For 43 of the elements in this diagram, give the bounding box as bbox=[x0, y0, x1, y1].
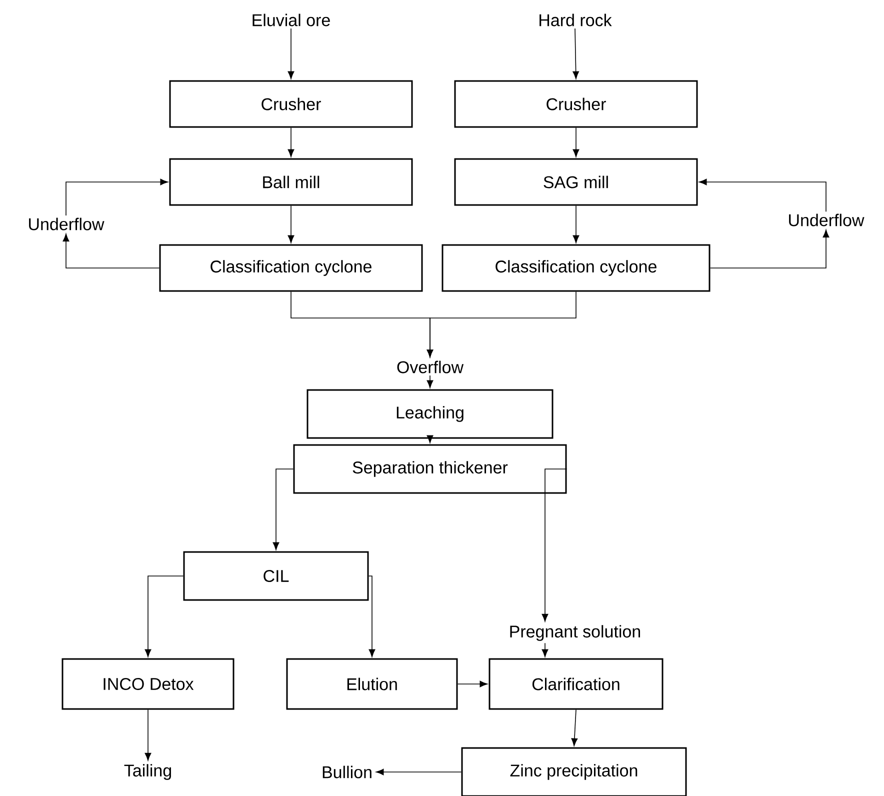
arrow bbox=[288, 127, 294, 158]
arrow bbox=[62, 234, 160, 268]
flow-label: Tailing bbox=[124, 764, 171, 780]
process-box: Ball mill bbox=[169, 158, 413, 206]
flow-label: Overflow bbox=[397, 360, 464, 374]
process-box: Zinc precipitation bbox=[461, 747, 687, 796]
flow-label: Underflow bbox=[29, 218, 104, 230]
arrow bbox=[457, 680, 488, 688]
arrow bbox=[571, 709, 578, 746]
arrow bbox=[698, 178, 826, 212]
process-box: SAG mill bbox=[454, 158, 698, 206]
arrow bbox=[426, 435, 434, 444]
flow-label: Underflow bbox=[789, 214, 864, 226]
arrow bbox=[288, 205, 294, 244]
process-box: CIL bbox=[183, 551, 369, 601]
arrow bbox=[376, 768, 462, 776]
arrow bbox=[542, 642, 548, 658]
flow-label: Hard rock bbox=[540, 14, 612, 26]
process-box: Classification cyclone bbox=[442, 244, 710, 292]
arrow bbox=[542, 468, 568, 622]
process-box: INCO Detox bbox=[62, 658, 234, 710]
arrow bbox=[710, 230, 830, 268]
process-box: Clarification bbox=[488, 658, 664, 710]
arrow bbox=[426, 375, 434, 388]
flow-label: Pregnant solution bbox=[510, 625, 640, 641]
process-box: Classification cyclone bbox=[159, 244, 423, 292]
arrow bbox=[572, 28, 580, 80]
flow-label: Eluvial ore bbox=[252, 14, 330, 26]
process-box: Elution bbox=[286, 658, 458, 710]
process-box: Leaching bbox=[306, 389, 554, 439]
arrow bbox=[144, 709, 152, 761]
arrow bbox=[426, 291, 576, 358]
arrow bbox=[572, 205, 580, 244]
arrow bbox=[572, 127, 580, 158]
process-box: Crusher bbox=[169, 80, 413, 128]
arrow bbox=[272, 468, 294, 550]
process-box: Separation thickener bbox=[293, 444, 567, 494]
flow-label: Bullion bbox=[322, 766, 372, 778]
arrow bbox=[368, 576, 376, 658]
process-box: Crusher bbox=[454, 80, 698, 128]
arrow bbox=[288, 28, 294, 80]
arrow bbox=[144, 576, 184, 658]
arrow bbox=[66, 178, 168, 216]
